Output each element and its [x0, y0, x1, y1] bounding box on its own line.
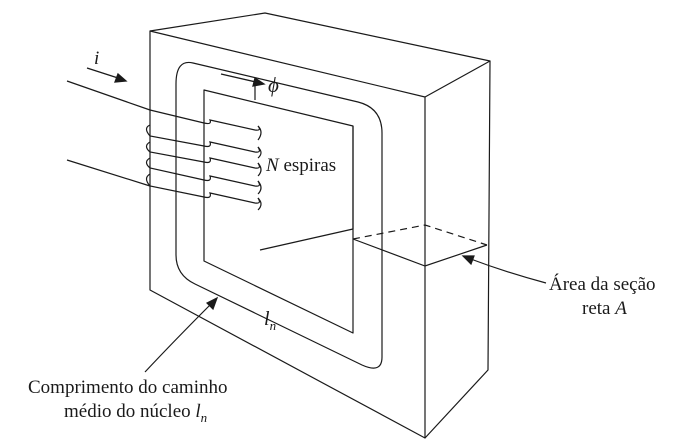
- core-window: [203, 80, 354, 334]
- flux-arrow: [220, 73, 266, 87]
- mean-path-outline: [175, 61, 383, 369]
- path-caption-line2: médio do núcleo ln: [64, 401, 207, 425]
- area-pointer-arrow: [461, 255, 547, 284]
- path-pointer-arrow: [144, 296, 219, 373]
- path-caption-line1: Comprimento do caminho: [28, 377, 227, 398]
- area-caption-line2: reta A: [582, 298, 627, 319]
- coil-turn: [149, 109, 261, 131]
- core-right-face: [424, 60, 491, 439]
- coil-turn: [145, 141, 261, 169]
- coil-winding: [66, 80, 262, 211]
- flux-label: ϕ: [268, 73, 279, 97]
- core-top-face: [149, 12, 491, 98]
- cross-section-marker: [352, 224, 488, 267]
- current-arrow: [86, 67, 128, 83]
- mean-path-label: ln: [264, 308, 276, 333]
- turns-label: N espiras: [265, 155, 336, 176]
- coil-turn: [145, 124, 261, 153]
- coil-turn: [145, 173, 261, 204]
- magnetic-core: [149, 12, 491, 439]
- input-lead-wire: [66, 80, 151, 111]
- coil-turn: [145, 157, 261, 187]
- area-caption-line1: Área da seção: [549, 273, 656, 295]
- output-lead-wire: [66, 159, 151, 187]
- current-label: i: [94, 48, 99, 69]
